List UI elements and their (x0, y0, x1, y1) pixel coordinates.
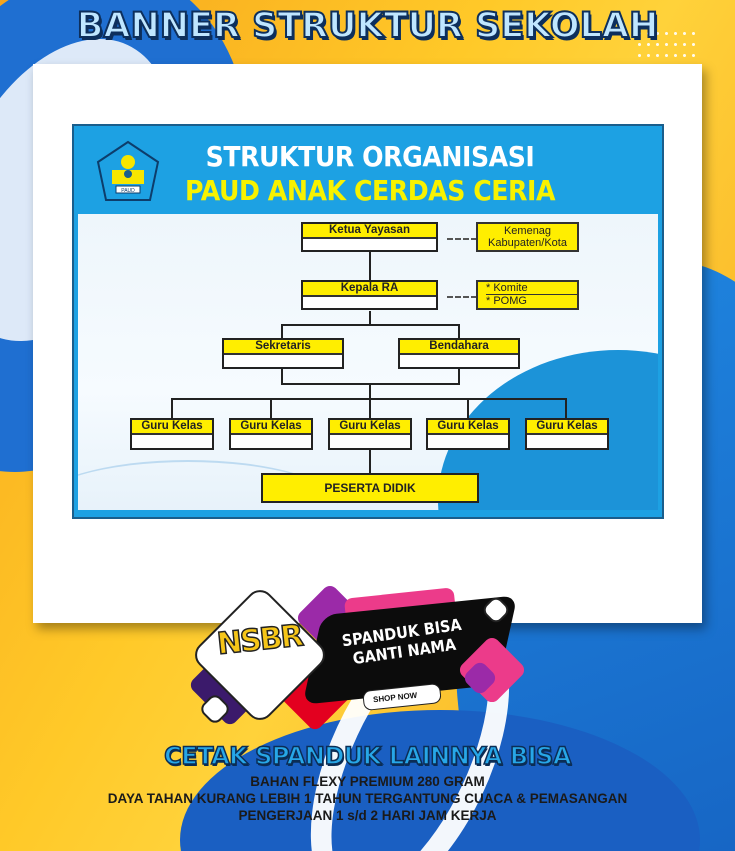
svg-text:PAUD: PAUD (121, 188, 135, 194)
chart-title: STRUKTUR ORGANISASI (205, 140, 535, 173)
node-label: Kepala RA (303, 282, 436, 297)
info-material: BAHAN FLEXY PREMIUM 280 GRAM (250, 774, 485, 789)
node-label: Kemenag (503, 225, 552, 237)
banner-title: BANNER STRUKTUR SEKOLAH (76, 5, 660, 47)
decorative-line (78, 460, 338, 510)
node-label: * Komite (486, 282, 577, 295)
dot-pattern (635, 28, 695, 62)
node-ketua-yayasan: Ketua Yayasan (301, 222, 438, 252)
node-kemenag: Kemenag Kabupaten/Kota (476, 222, 579, 252)
chart-area (78, 214, 658, 510)
node-label: Guru Kelas (330, 420, 410, 435)
org-chart-banner: PAUD STRUKTUR ORGANISASI PAUD ANAK CERDA… (72, 124, 664, 519)
info-durability: DAYA TAHAN KURANG LEBIH 1 TAHUN TERGANTU… (107, 791, 628, 806)
promo-graphic: NSBR SPANDUK BISA GANTI NAMA SHOP NOW (187, 582, 535, 735)
school-name: PAUD ANAK CERDAS CERIA (185, 174, 555, 207)
node-label: Guru Kelas (527, 420, 607, 435)
node-komite-pomg: * Komite * POMG (476, 280, 579, 310)
node-guru-kelas: Guru Kelas (130, 418, 214, 450)
paud-logo-icon: PAUD (96, 140, 160, 201)
node-bendahara: Bendahara (398, 338, 520, 369)
node-label: Bendahara (400, 340, 518, 355)
node-label: PESERTA DIDIK (324, 481, 416, 495)
node-peserta-didik: PESERTA DIDIK (261, 473, 479, 503)
node-guru-kelas: Guru Kelas (525, 418, 609, 450)
node-label: Kabupaten/Kota (488, 237, 567, 249)
footer-title: CETAK SPANDUK LAINNYA BISA (163, 741, 572, 771)
node-label: Ketua Yayasan (303, 224, 436, 239)
node-label: Guru Kelas (428, 420, 508, 435)
node-sekretaris: Sekretaris (222, 338, 344, 369)
node-kepala-ra: Kepala RA (301, 280, 438, 310)
node-label: Guru Kelas (231, 420, 311, 435)
node-label: Guru Kelas (132, 420, 212, 435)
node-guru-kelas: Guru Kelas (426, 418, 510, 450)
node-guru-kelas: Guru Kelas (229, 418, 313, 450)
info-production-time: PENGERJAAN 1 s/d 2 HARI JAM KERJA (238, 808, 497, 823)
node-label: * POMG (486, 295, 527, 307)
node-label: Sekretaris (224, 340, 342, 355)
node-guru-kelas: Guru Kelas (328, 418, 412, 450)
